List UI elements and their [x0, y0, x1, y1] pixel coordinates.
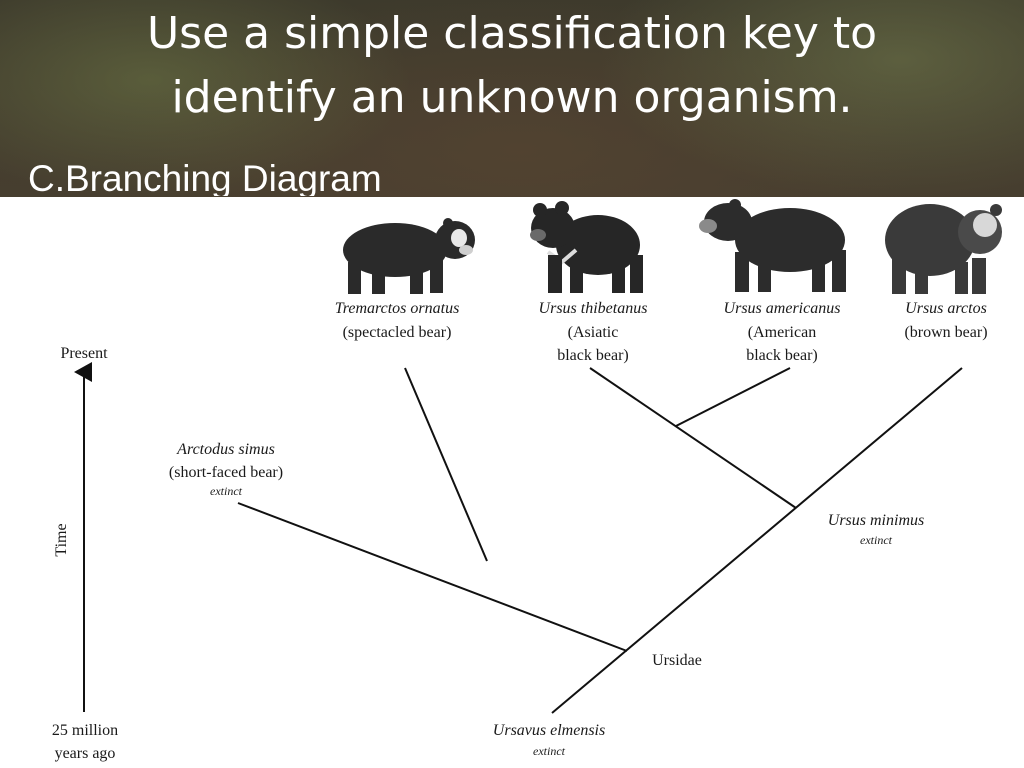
tree-branches: [237, 367, 963, 714]
arctos-scientific-name: Ursus arctos: [905, 300, 987, 317]
axis-present-label: Present: [60, 345, 108, 362]
arctodus-common-name: (short-faced bear): [169, 464, 283, 481]
slide-title: Use a simple classification key to ident…: [0, 2, 1024, 130]
americanus-scientific-name: Ursus americanus: [724, 300, 841, 317]
title-line-1: Use a simple classification key to: [146, 8, 878, 59]
brown-bear-illustration: [885, 204, 1002, 294]
ursavus-scientific-name: Ursavus elmensis: [493, 722, 605, 739]
slide-subtitle: C.Branching Diagram: [28, 158, 382, 196]
spectacled-bear-illustration: [343, 218, 475, 294]
branching-diagram: Tremarctos ornatus (spectacled bear) Urs…: [52, 199, 1002, 762]
americanus-common-name-line2: black bear): [746, 347, 818, 364]
asiatic-black-bear-illustration: [530, 201, 643, 293]
branching-diagram-panel: Tremarctos ornatus (spectacled bear) Urs…: [0, 197, 1024, 768]
title-line-2: identify an unknown organism.: [171, 72, 853, 123]
axis-bottom-label-line1: 25 million: [52, 722, 118, 739]
thibetanus-common-name-line2: black bear): [557, 347, 629, 364]
arctodus-extinct-tag: extinct: [210, 484, 243, 498]
thibetanus-common-name-line1: (Asiatic: [568, 324, 619, 341]
branch-ursidae-to-arctodus: [237, 502, 628, 652]
axis-bottom-label-line2: years ago: [55, 745, 116, 762]
branch-minimus-to-thibetanus: [589, 367, 797, 509]
american-black-bear-illustration: [699, 199, 846, 292]
minimus-scientific-name: Ursus minimus: [828, 512, 924, 529]
branch-ursavus-to-arctos: [551, 367, 963, 714]
branch-to-tremarctos: [404, 367, 488, 562]
americanus-common-name-line1: (American: [748, 324, 816, 341]
minimus-extinct-tag: extinct: [860, 533, 893, 547]
ursidae-label: Ursidae: [652, 652, 702, 669]
branch-to-americanus: [675, 367, 791, 427]
arctodus-scientific-name: Arctodus simus: [176, 441, 275, 458]
tremarctos-common-name: (spectacled bear): [343, 324, 452, 341]
thibetanus-scientific-name: Ursus thibetanus: [539, 300, 648, 317]
ursavus-extinct-tag: extinct: [533, 744, 566, 758]
tremarctos-scientific-name: Tremarctos ornatus: [335, 300, 460, 317]
arctos-common-name: (brown bear): [904, 324, 987, 341]
axis-time-label: Time: [53, 523, 70, 556]
